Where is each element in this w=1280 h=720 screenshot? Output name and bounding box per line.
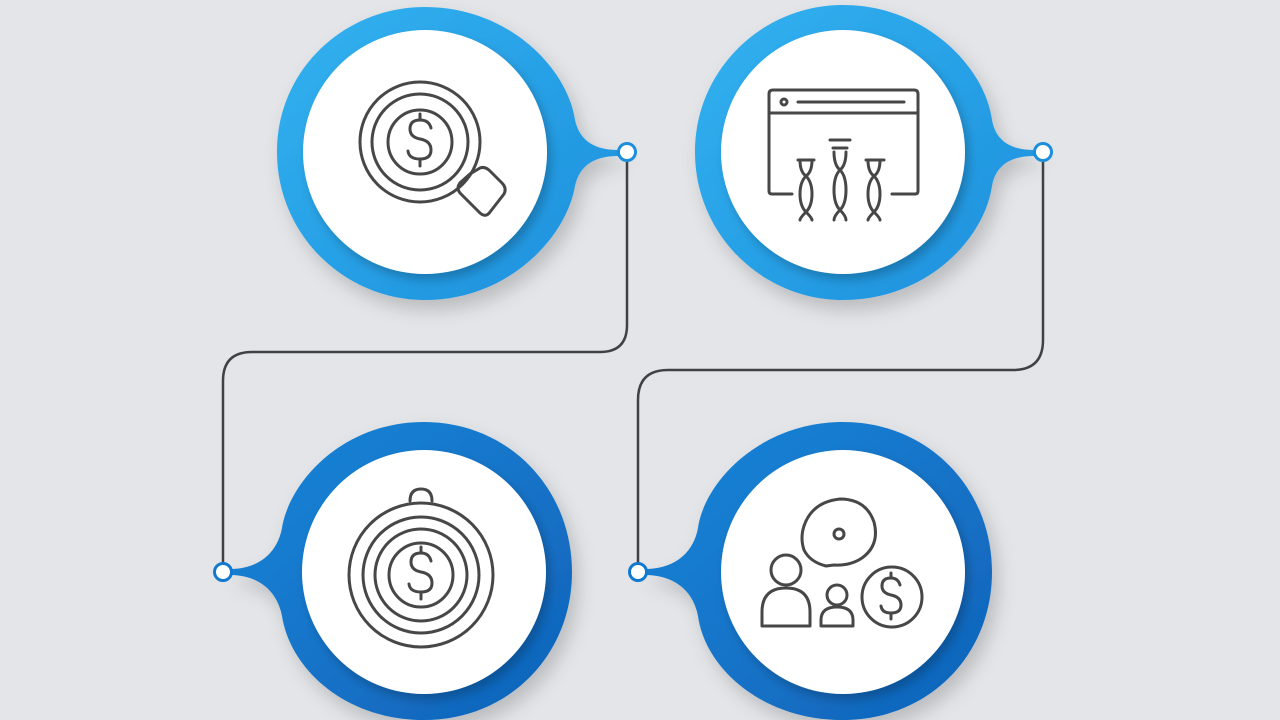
step-node-2 xyxy=(695,5,1053,300)
dollar-search-icon xyxy=(358,80,507,217)
step-1-disc xyxy=(303,30,547,274)
step-node-1 xyxy=(277,7,637,300)
people-chat-dollar-icon xyxy=(760,497,924,629)
step-2-disc xyxy=(721,30,965,274)
step-2-connector-dot xyxy=(1033,142,1053,162)
step-1-connector-dot xyxy=(617,142,637,162)
step-3-connector-dot xyxy=(213,562,233,582)
step-4-disc xyxy=(721,450,965,694)
step-node-4 xyxy=(628,422,992,720)
step-4-connector-dot xyxy=(628,562,648,582)
step-node-3 xyxy=(213,422,572,720)
dollar-target-icon xyxy=(347,487,495,649)
browser-dna-icon xyxy=(767,88,920,222)
connector-line-2 xyxy=(636,150,1045,574)
connector-line-1 xyxy=(221,150,629,574)
